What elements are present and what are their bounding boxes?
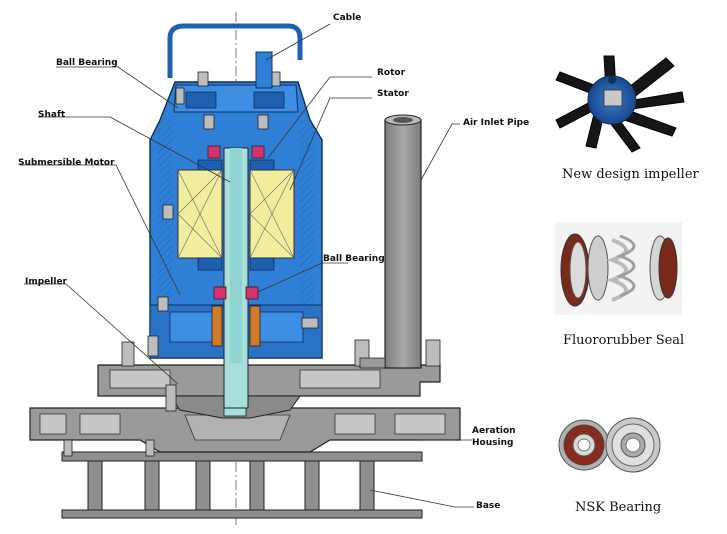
label-shaft: Shaft <box>38 110 66 120</box>
shaft <box>207 145 265 409</box>
caption-bearing: NSK Bearing <box>575 500 662 515</box>
label-ball-bearing-top: Ball Bearing <box>56 58 118 68</box>
label-ball-bearing-bottom: Ball Bearing <box>323 254 385 264</box>
impeller-photo <box>555 55 685 153</box>
label-aeration: Aeration <box>472 426 516 436</box>
impeller-housing <box>97 339 441 419</box>
label-housing: Housing <box>472 438 514 448</box>
aeration-housing <box>29 407 461 457</box>
cable <box>167 23 303 89</box>
label-air-inlet-pipe: Air Inlet Pipe <box>463 118 530 128</box>
label-impeller: Impeller <box>25 277 67 287</box>
label-cable: Cable <box>333 13 362 23</box>
bearing-photo <box>558 417 661 473</box>
label-submersible-motor: Submersible Motor <box>18 158 115 168</box>
caption-impeller: New design impeller <box>562 167 699 182</box>
base-frame <box>61 451 423 519</box>
air-inlet-pipe <box>359 114 422 369</box>
seal-photo <box>555 222 682 315</box>
leader-lines <box>20 23 474 508</box>
label-base: Base <box>476 501 501 511</box>
label-stator: Stator <box>377 89 409 99</box>
stator-coils <box>177 159 295 271</box>
caption-seal: Fluororubber Seal <box>563 333 685 348</box>
label-rotor: Rotor <box>377 68 406 78</box>
